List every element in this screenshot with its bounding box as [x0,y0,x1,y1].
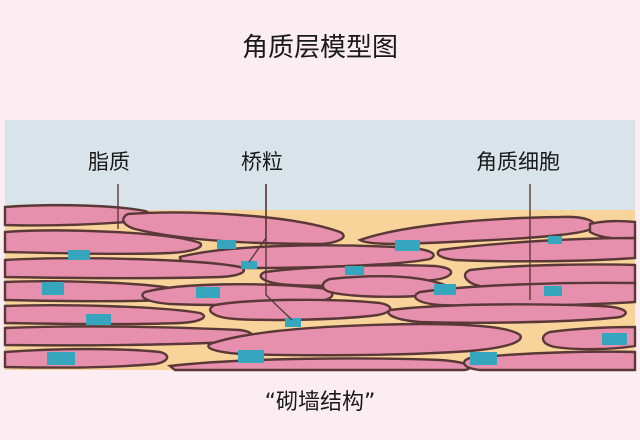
desmosome [68,250,90,260]
corneocyte-cell [3,229,203,256]
corneocyte-cell [3,347,169,369]
desmosome [196,287,220,298]
desmosome [42,282,64,295]
diagram-title: 角质层模型图 [241,33,398,63]
desmosome [470,352,497,365]
desmosome [47,352,75,365]
corneocyte-cell [588,219,637,240]
desmosome [86,314,111,325]
desmosome-leader-line-2 [248,237,267,263]
corneocyte-cell [3,257,246,280]
desmosome-label: 桥粒 [241,150,283,174]
desmosome-leader-line-3 [265,184,293,321]
corneocyte-cell [414,281,637,308]
desmosome [345,266,364,275]
corneocyte-cell [462,350,637,372]
corneocyte-cell [387,303,627,324]
desmosome [602,333,627,345]
corneocyte-label: 角质细胞 [476,150,560,174]
diagram-caption: “砌墙结构” [264,390,376,415]
corneocyte-cells [3,203,637,372]
desmosome [217,240,236,249]
corneocyte-cell [209,298,392,322]
desmosome [544,286,562,296]
corneocyte-cell [436,236,637,263]
desmosome [434,284,456,295]
lipid-label: 脂质 [88,150,130,174]
corneocyte-cell [122,211,345,246]
desmosome [238,350,264,363]
desmosome [285,318,301,327]
desmosomes [42,236,627,365]
desmosome [395,240,420,251]
desmosome [548,236,562,244]
desmosome [241,261,257,269]
